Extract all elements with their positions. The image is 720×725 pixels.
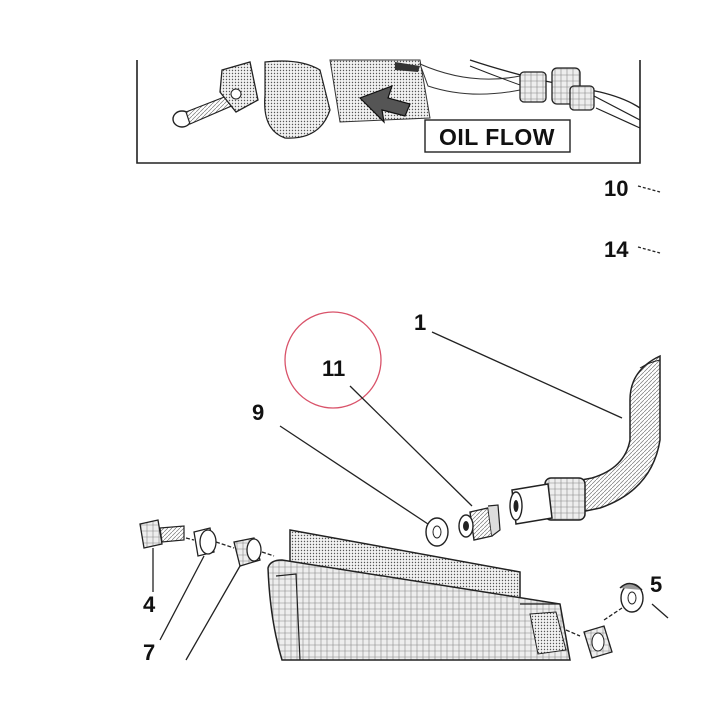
oil-flow-arrow-icon (358, 62, 420, 124)
mounting-bolt (139, 519, 185, 549)
right-nut (583, 625, 613, 659)
svg-text:9: 9 (252, 400, 264, 425)
svg-text:14: 14 (604, 237, 629, 262)
svg-text:11: 11 (322, 356, 345, 381)
callout-1: 1 (414, 310, 623, 419)
hose-end-fitting (509, 477, 586, 525)
union-adapter (458, 504, 501, 541)
callout-14: 14 (604, 237, 661, 262)
svg-text:OIL FLOW: OIL FLOW (439, 124, 555, 150)
leader-partial-right (651, 603, 669, 619)
inset-housing (219, 59, 521, 139)
oil-flow-label: OIL FLOW (424, 119, 571, 153)
callout-5-partial: 5 (650, 572, 662, 597)
callout-10: 10 (604, 176, 661, 201)
inset-frame (136, 60, 641, 164)
inset-hose-fitting (469, 59, 641, 129)
svg-text:1: 1 (414, 310, 426, 335)
highlight-circle (284, 311, 382, 409)
callout-7: 7 (143, 555, 241, 665)
svg-text:10: 10 (604, 176, 628, 201)
callout-4: 4 (143, 548, 156, 617)
left-assembly-axis (185, 537, 275, 557)
oil-hose (551, 354, 661, 519)
rubber-grommet (233, 537, 262, 567)
callout-11-highlighted: 11 (284, 311, 473, 507)
callout-9: 9 (252, 400, 429, 525)
cooler-core (267, 559, 571, 661)
right-assembly-leaders (565, 607, 623, 637)
inset-detail: OIL FLOW (136, 59, 641, 164)
oil-cooler (267, 529, 571, 661)
right-washer (619, 582, 644, 613)
svg-text:7: 7 (143, 640, 155, 665)
svg-text:4: 4 (143, 592, 156, 617)
sealing-washer (425, 517, 449, 547)
spacer-bush (193, 527, 217, 557)
